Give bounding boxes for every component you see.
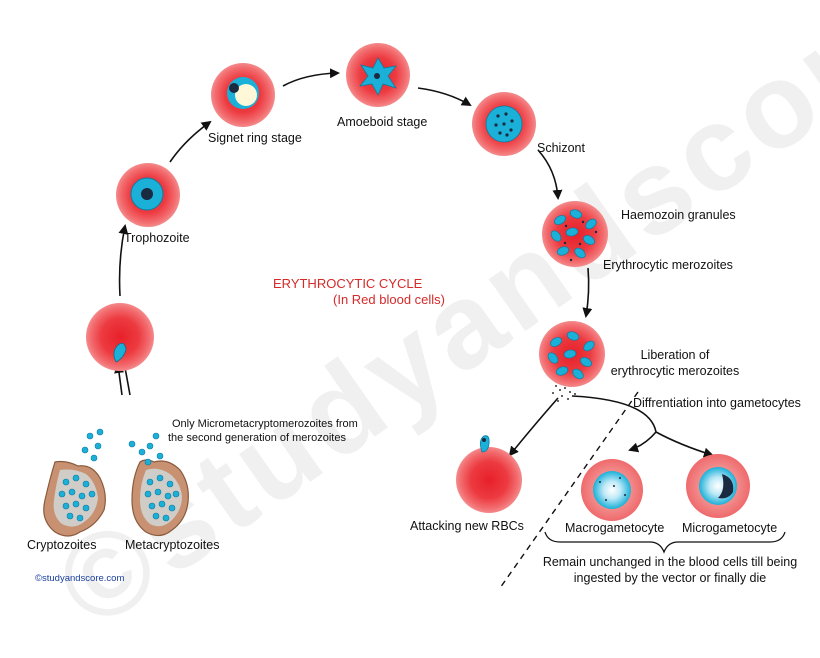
- label-macrogametocyte: Macrogametocyte: [565, 521, 665, 535]
- arrow-to-merozoites: [537, 149, 563, 200]
- label-amoeboid: Amoeboid stage: [337, 115, 428, 129]
- arrow-to-amoeboid: [282, 68, 340, 87]
- diagram-title: ERYTHROCYTIC CYCLE: [273, 276, 423, 291]
- label-trophozoite: Trophozoite: [124, 231, 190, 245]
- liver-cell-cryptozoites: [43, 428, 106, 537]
- label-haemozoin: Haemozoin granules: [621, 208, 736, 222]
- cycle-illustration: [43, 43, 786, 589]
- diagram-subtitle: (In Red blood cells): [333, 292, 445, 307]
- arrow-to-macrogametocyte: [571, 395, 657, 453]
- rbc-attacking: [456, 435, 522, 513]
- rbc-schizont: [472, 92, 536, 156]
- separator-dashed-line: [499, 391, 639, 589]
- rbc-macrogametocyte: [581, 459, 643, 521]
- label-liberation-line2: erythrocytic merozoites: [610, 364, 740, 378]
- copyright-text: ©studyandscore.com: [35, 573, 125, 584]
- label-microgametocyte: Microgametocyte: [682, 521, 778, 535]
- liver-cell-metacryptozoites: [128, 432, 189, 537]
- arrow-to-schizont: [417, 87, 472, 107]
- label-cryptozoites: Cryptozoites: [27, 538, 97, 552]
- rbc-initial: [86, 303, 154, 371]
- diagram-canvas: ©studyandscore.com: [27, 0, 820, 654]
- cycle-arrows: [114, 68, 714, 458]
- gametocyte-bracket: [544, 531, 786, 554]
- label-remain-line2: ingested by the vector or finally die: [573, 571, 767, 585]
- rbc-liberation: [539, 321, 605, 402]
- label-differentiation: Diffrentiation into gametocytes: [633, 396, 801, 410]
- rbc-trophozoite: [116, 163, 180, 227]
- rbc-amoeboid: [346, 43, 410, 107]
- label-only-line1: Only Micrometacryptomerozoites from: [172, 418, 358, 430]
- rbc-merozoites: [542, 201, 608, 267]
- arrow-to-trophozoite: [118, 224, 129, 297]
- label-attacking: Attacking new RBCs: [410, 519, 524, 533]
- rbc-microgametocyte: [686, 454, 750, 518]
- label-remain-line1: Remain unchanged in the blood cells till…: [542, 555, 798, 569]
- label-schizont: Schizont: [537, 141, 585, 155]
- arrow-to-signet: [169, 120, 212, 163]
- arrow-to-microgametocyte: [655, 431, 714, 458]
- label-liberation-line1: Liberation of: [640, 348, 710, 362]
- rbc-signet-ring: [211, 63, 275, 127]
- label-erythrocytic-merozoites: Erythrocytic merozoites: [603, 258, 733, 272]
- arrow-to-attacking: [508, 397, 559, 457]
- label-signet-ring: Signet ring stage: [208, 131, 302, 145]
- label-metacryptozoites: Metacryptozoites: [125, 538, 220, 552]
- label-only-line2: the second generation of merozoites: [168, 432, 346, 444]
- arrow-to-liberation: [582, 267, 593, 318]
